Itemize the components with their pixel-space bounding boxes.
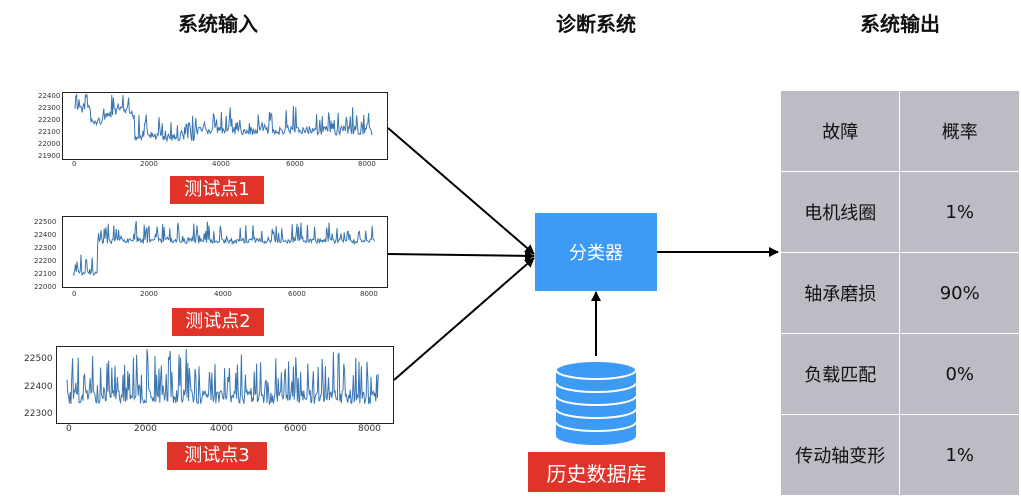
table-row: 负载匹配 0% bbox=[779, 333, 1020, 415]
probability-cell: 0% bbox=[899, 333, 1020, 415]
arrow-plot3-to-classifier bbox=[393, 257, 535, 381]
signal-plot-1 bbox=[62, 92, 388, 160]
database-icon bbox=[555, 360, 637, 445]
signal-plot-1-chart bbox=[74, 93, 373, 143]
table-row: 轴承磨损 90% bbox=[779, 252, 1020, 334]
plot2-xtick-2: 4000 bbox=[214, 290, 232, 298]
plot2-xtick-3: 6000 bbox=[288, 290, 306, 298]
table-row: 传动轴变形 1% bbox=[779, 414, 1020, 496]
plot1-ytick-0: 22400 bbox=[38, 92, 61, 100]
fault-cell: 电机线圈 bbox=[779, 171, 901, 253]
plot1-ytick-5: 21900 bbox=[38, 152, 61, 160]
plot2-ytick-2: 22300 bbox=[34, 244, 57, 252]
plot1-xtick-1: 2000 bbox=[140, 160, 158, 168]
plot1-xtick-2: 4000 bbox=[212, 160, 230, 168]
fault-cell: 传动轴变形 bbox=[779, 414, 901, 496]
plot1-xtick-3: 6000 bbox=[286, 160, 304, 168]
table-row: 电机线圈 1% bbox=[779, 171, 1020, 253]
probability-cell: 90% bbox=[899, 252, 1020, 334]
plot1-xtick-4: 8000 bbox=[358, 160, 376, 168]
probability-cell: 1% bbox=[899, 171, 1020, 253]
test-point-3-label: 测试点3 bbox=[167, 442, 267, 470]
probability-cell: 1% bbox=[899, 414, 1020, 496]
signal-plot-3 bbox=[56, 346, 394, 424]
plot2-xtick-4: 8000 bbox=[360, 290, 378, 298]
plot3-xtick-0: 0 bbox=[66, 424, 72, 434]
plot1-ytick-1: 22300 bbox=[38, 104, 61, 112]
plot3-ytick-0: 22500 bbox=[24, 354, 53, 364]
plot2-ytick-0: 22500 bbox=[34, 218, 57, 226]
plot2-ytick-3: 22200 bbox=[34, 257, 57, 265]
plot2-ytick-4: 22100 bbox=[34, 270, 57, 278]
plot2-ytick-1: 22400 bbox=[34, 231, 57, 239]
fault-cell: 负载匹配 bbox=[779, 333, 901, 415]
arrow-plot2-to-classifier bbox=[387, 250, 535, 261]
test-point-2-label: 测试点2 bbox=[172, 308, 264, 336]
test-point-1-label: 测试点1 bbox=[170, 176, 264, 204]
history-database-label: 历史数据库 bbox=[528, 452, 665, 492]
plot3-ytick-2: 22300 bbox=[24, 409, 53, 419]
signal-plot-3-chart bbox=[66, 348, 379, 406]
signal-plot-2 bbox=[62, 216, 388, 288]
output-table: 故障 概率 电机线圈 1% 轴承磨损 90% 负载匹配 0% 传动轴变形 1% bbox=[779, 90, 1020, 496]
classifier-box: 分类器 bbox=[535, 213, 657, 291]
plot1-ytick-3: 22100 bbox=[38, 128, 61, 136]
plot1-ytick-2: 22200 bbox=[38, 116, 61, 124]
plot3-ytick-1: 22400 bbox=[24, 382, 53, 392]
plot1-ytick-4: 22000 bbox=[38, 140, 61, 148]
plot3-xtick-4: 8000 bbox=[358, 424, 381, 434]
fault-cell: 轴承磨损 bbox=[779, 252, 901, 334]
plot3-xtick-1: 2000 bbox=[134, 424, 157, 434]
table-header-row: 故障 概率 bbox=[779, 90, 1020, 172]
plot3-xtick-3: 6000 bbox=[284, 424, 307, 434]
plot3-xtick-2: 4000 bbox=[210, 424, 233, 434]
plot2-xtick-1: 2000 bbox=[140, 290, 158, 298]
classifier-label: 分类器 bbox=[569, 243, 623, 264]
signal-plot-2-chart bbox=[72, 221, 376, 276]
arrow-plot1-to-classifier bbox=[387, 127, 535, 255]
input-section-title: 系统输入 bbox=[178, 12, 258, 36]
plot1-xtick-0: 0 bbox=[72, 160, 77, 168]
header-fault: 故障 bbox=[779, 90, 901, 172]
plot2-xtick-0: 0 bbox=[72, 290, 77, 298]
diagnosis-section-title: 诊断系统 bbox=[556, 12, 636, 36]
output-section-title: 系统输出 bbox=[860, 12, 940, 36]
plot2-ytick-5: 22000 bbox=[34, 283, 57, 291]
header-probability: 概率 bbox=[899, 90, 1020, 172]
